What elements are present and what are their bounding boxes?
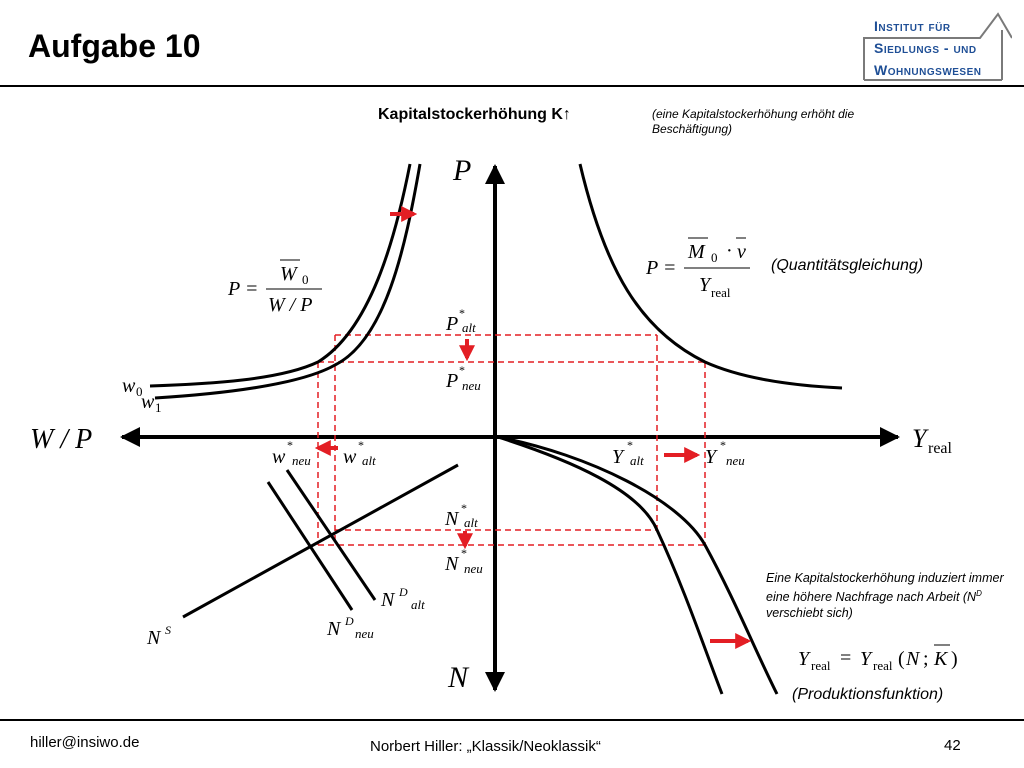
label-nd-alt-sup: D: [398, 585, 408, 599]
label-w-neu-star: *: [287, 438, 293, 452]
logo-line-3: Wohnungswesen: [874, 62, 982, 78]
label-y-alt-sub: alt: [630, 453, 644, 468]
annotation-sup: D: [976, 589, 982, 598]
header-divider: [0, 85, 1024, 87]
labor-supply-curve: [182, 463, 459, 619]
label-p-neu-star: *: [459, 363, 465, 377]
label-n-alt-star: *: [461, 501, 467, 515]
label-w1-sub: 1: [155, 400, 162, 415]
annotation-end: verschiebt sich): [766, 606, 853, 621]
qty-formula-v: v: [737, 241, 746, 263]
annotation-main: Eine Kapitalstockerhöhung induziert imme…: [766, 571, 1004, 605]
qty-formula-m: M: [687, 241, 706, 263]
wage-formula-num-sub: 0: [302, 272, 309, 287]
qty-formula-dot: ·: [726, 240, 733, 262]
prod-formula-sep: ;: [923, 648, 929, 670]
production-formula: Y real = Y real ( N ; K ): [798, 644, 958, 673]
slide-title: Aufgabe 10: [28, 28, 201, 64]
axis-label-y-sub: real: [928, 440, 953, 457]
label-p-alt-sub: alt: [462, 320, 476, 335]
label-w0-sub: 0: [136, 384, 143, 399]
house-outline-icon: [863, 12, 1012, 81]
label-y-neu: Y: [705, 446, 718, 468]
label-nd-neu: N: [326, 618, 342, 640]
footer-divider: [0, 719, 1024, 721]
wage-formula: P = W 0 W / P: [227, 259, 322, 316]
prod-formula-n: N: [905, 648, 921, 670]
qty-formula-den: Y: [699, 274, 712, 296]
label-y-alt-star: *: [627, 438, 633, 452]
footer-author: Norbert Hiller: „Klassik/Neoklassik“: [370, 738, 601, 755]
prod-formula-eq: =: [840, 647, 851, 669]
axis-label-y: Y: [912, 424, 929, 453]
institute-logo: Institut für Siedlungs - und Wohnungswes…: [862, 8, 1012, 86]
diagram-heading: Kapitalstockerhöhung K↑: [378, 106, 571, 123]
wage-formula-num: W: [280, 263, 299, 285]
axis-label-wp: W / P: [30, 424, 92, 455]
page-number: 42: [944, 737, 961, 754]
label-w-alt-sub: alt: [362, 453, 376, 468]
label-w-neu-sub: neu: [292, 453, 311, 468]
footer-email: hiller@insiwo.de: [30, 734, 140, 751]
production-function-label: (Produktionsfunktion): [792, 686, 944, 703]
prod-formula-close: ): [951, 648, 958, 670]
wage-formula-den: W / P: [268, 294, 312, 316]
label-y-alt: Y: [612, 446, 625, 468]
logo-line-2: Siedlungs - und: [874, 40, 977, 56]
qty-formula-den-sub: real: [711, 285, 731, 300]
label-w-alt-star: *: [358, 438, 364, 452]
prod-formula-y2: Y: [860, 648, 873, 670]
labor-demand-neu: [266, 481, 354, 611]
label-p-neu-sub: neu: [462, 378, 481, 393]
annotation-text: Eine Kapitalstockerhöhung induziert imme…: [766, 570, 1006, 621]
axis-label-p: P: [452, 154, 471, 187]
prod-formula-sub2: real: [873, 658, 893, 673]
label-w1: w: [141, 391, 155, 413]
prod-formula-k: K: [933, 648, 949, 670]
label-nd-neu-sub: neu: [355, 626, 374, 641]
quantity-equation-label: (Quantitätsgleichung): [771, 257, 924, 274]
label-n-neu-sub: neu: [464, 561, 483, 576]
prod-formula-y1: Y: [798, 648, 811, 670]
logo-line-1: Institut für: [874, 18, 951, 34]
label-n-neu: N: [444, 553, 460, 575]
label-w0: w: [122, 375, 136, 397]
heading-note: (eine Kapitalstockerhöhung erhöht die Be…: [652, 107, 855, 136]
label-y-neu-sub: neu: [726, 453, 745, 468]
quantity-curve: [578, 163, 843, 390]
label-n-alt-sub: alt: [464, 515, 478, 530]
label-p-alt: P: [445, 313, 458, 335]
labor-demand-alt: [285, 469, 377, 601]
label-p-neu: P: [445, 370, 458, 392]
label-nd-alt-sub: alt: [411, 597, 425, 612]
label-y-neu-star: *: [720, 438, 726, 452]
label-p-alt-star: *: [459, 306, 465, 320]
qty-formula-lhs: P =: [645, 257, 676, 279]
prod-formula-sub1: real: [811, 658, 831, 673]
label-ns-sup: S: [165, 623, 171, 637]
axis-label-n: N: [447, 661, 470, 694]
label-n-alt: N: [444, 508, 460, 530]
label-nd-alt: N: [380, 589, 396, 611]
label-w-neu: w: [272, 446, 286, 468]
label-n-neu-star: *: [461, 546, 467, 560]
production-curve-neu: [497, 435, 779, 695]
wage-curve-w0: [149, 163, 412, 388]
wage-curve-w1: [154, 163, 422, 400]
qty-formula-m-sub: 0: [711, 250, 718, 265]
wage-formula-lhs: P =: [227, 278, 258, 300]
label-nd-neu-sup: D: [344, 614, 354, 628]
prod-formula-open: (: [898, 648, 905, 670]
label-ns: N: [146, 627, 162, 649]
quantity-formula: P = M 0 · v Y real: [645, 237, 750, 300]
production-curve-alt: [497, 435, 724, 695]
label-w-alt: w: [343, 446, 357, 468]
